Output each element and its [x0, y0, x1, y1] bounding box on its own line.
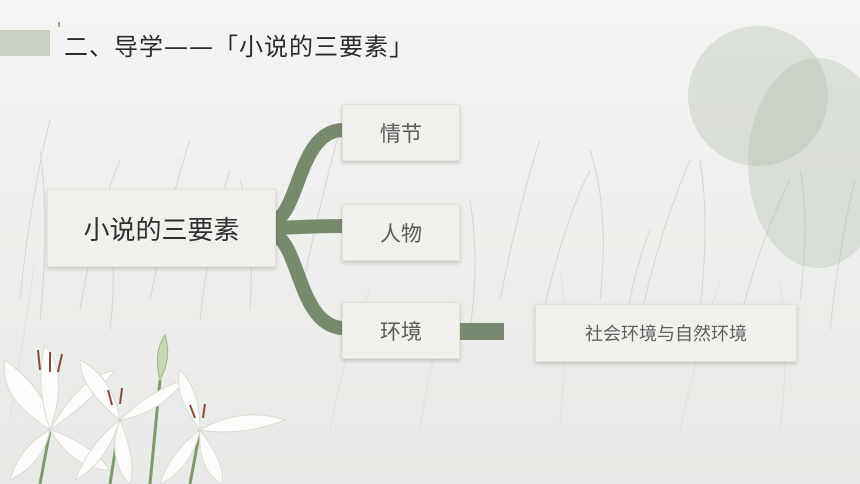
lily-flowers-illustration [3, 333, 287, 484]
mindmap-leaf-setting-types: 社会环境与自然环境 [535, 304, 797, 362]
slide-title: 二、导学——「小说的三要素」 [64, 33, 414, 61]
setting-connector [460, 323, 504, 340]
decorative-circle [748, 58, 860, 268]
mindmap-node-setting: 环境 [342, 302, 460, 359]
mindmap-root: 小说的三要素 [47, 189, 276, 267]
mindmap-node-plot: 情节 [342, 104, 460, 161]
mindmap-node-character: 人物 [342, 204, 460, 261]
title-accent-bar [0, 30, 50, 56]
title-tick-mark [58, 22, 60, 27]
decorative-circle [688, 26, 828, 166]
